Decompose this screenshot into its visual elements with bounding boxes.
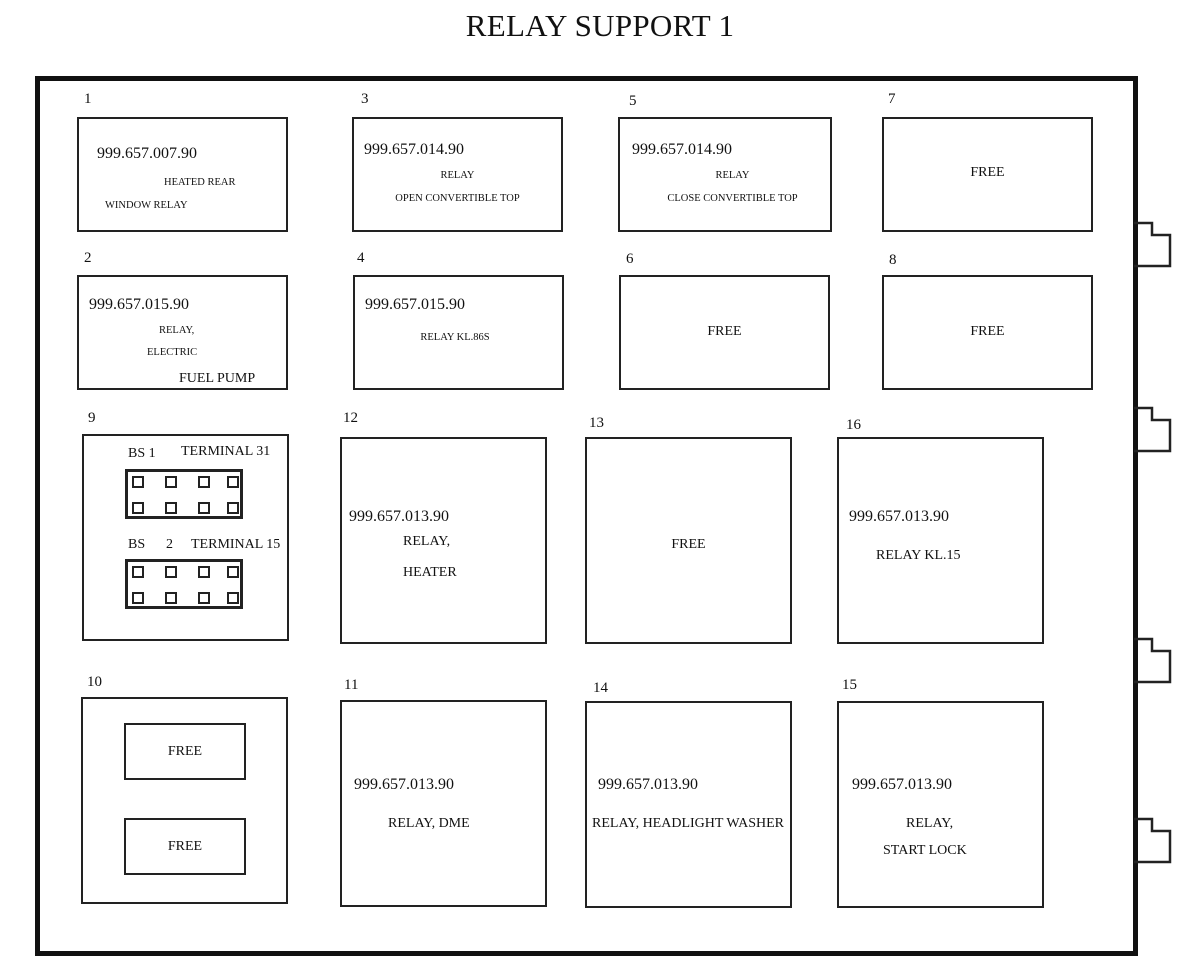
slot-4-desc-line1: RELAY KL.86S xyxy=(420,332,490,343)
slot-10-top-free-label: FREE xyxy=(167,744,203,759)
slot-6-free-label: FREE xyxy=(707,324,742,339)
slot-8-number: 8 xyxy=(889,252,897,268)
slot-11-number: 11 xyxy=(344,677,359,693)
relay-slot-16: 999.657.013.90 RELAY KL.15 xyxy=(837,437,1044,644)
socket-bs2 xyxy=(125,559,243,609)
relay-slot-14: 999.657.013.90 RELAY, HEADLIGHT WASHER xyxy=(585,701,792,908)
socket-pin xyxy=(132,566,144,578)
slot-16-number: 16 xyxy=(846,417,861,433)
slot-3-desc-line2: OPEN CONVERTIBLE TOP xyxy=(395,193,520,204)
slot-12-part-number: 999.657.013.90 xyxy=(349,508,449,525)
slot-5-desc-line2: CLOSE CONVERTIBLE TOP xyxy=(667,193,798,204)
mounting-tab-4 xyxy=(1134,817,1172,864)
slot-10-number: 10 xyxy=(87,674,102,690)
socket-bs1 xyxy=(125,469,243,519)
slot-5-part-number: 999.657.014.90 xyxy=(632,141,732,158)
socket-pin xyxy=(132,502,144,514)
relay-slot-1: 999.657.007.90 HEATED REAR WINDOW RELAY xyxy=(77,117,288,232)
relay-slot-12: 999.657.013.90 RELAY, HEATER xyxy=(340,437,547,644)
relay-slot-5: 999.657.014.90 RELAY CLOSE CONVERTIBLE T… xyxy=(618,117,832,232)
slot-2-desc-line2: ELECTRIC xyxy=(147,347,198,358)
relay-slot-8: FREE xyxy=(882,275,1093,390)
slot-13-number: 13 xyxy=(589,415,604,431)
slot-14-number: 14 xyxy=(593,680,608,696)
slot-16-desc-line1: RELAY KL.15 xyxy=(876,548,961,563)
slot-10-top-position: FREE xyxy=(124,723,246,780)
relay-slot-3: 999.657.014.90 RELAY OPEN CONVERTIBLE TO… xyxy=(352,117,563,232)
slot-2-desc-line1: RELAY, xyxy=(159,325,195,336)
slot-15-number: 15 xyxy=(842,677,857,693)
socket-pin xyxy=(132,592,144,604)
socket-pin xyxy=(227,566,239,578)
slot-2-number: 2 xyxy=(84,250,92,266)
slot-4-part-number: 999.657.015.90 xyxy=(365,296,465,313)
slot-7-number: 7 xyxy=(888,91,896,107)
slot-3-part-number: 999.657.014.90 xyxy=(364,141,464,158)
slot-12-number: 12 xyxy=(343,410,358,426)
relay-slot-9-fuse-holder: BS 1 TERMINAL 31 BS 2 TERMINAL 15 xyxy=(82,434,289,641)
socket-pin xyxy=(227,476,239,488)
slot-3-desc-line1: RELAY xyxy=(440,170,475,181)
relay-slot-11: 999.657.013.90 RELAY, DME xyxy=(340,700,547,907)
slot-7-free-label: FREE xyxy=(970,165,1005,180)
relay-slot-10: FREE FREE xyxy=(81,697,288,904)
slot-11-desc-line1: RELAY, DME xyxy=(388,816,470,831)
slot-6-number: 6 xyxy=(626,251,634,267)
slot-11-part-number: 999.657.013.90 xyxy=(354,776,454,793)
slot-9-number: 9 xyxy=(88,410,96,426)
mounting-tab-2 xyxy=(1134,406,1172,453)
slot-15-desc-line2: START LOCK xyxy=(883,843,967,858)
slot-5-desc-line1: RELAY xyxy=(715,170,750,181)
slot-9-bs2-label: BS xyxy=(128,537,146,552)
slot-14-desc-line1: RELAY, HEADLIGHT WASHER xyxy=(592,816,784,831)
socket-pin xyxy=(165,592,177,604)
slot-10-bottom-free-label: FREE xyxy=(167,839,203,854)
slot-4-number: 4 xyxy=(357,250,365,266)
socket-pin xyxy=(227,502,239,514)
slot-1-desc-line2: WINDOW RELAY xyxy=(105,200,188,211)
relay-slot-7: FREE xyxy=(882,117,1093,232)
slot-2-part-number: 999.657.015.90 xyxy=(89,296,189,313)
slot-9-terminal31-label: TERMINAL 31 xyxy=(181,444,271,459)
slot-5-number: 5 xyxy=(629,93,637,109)
slot-13-free-label: FREE xyxy=(671,537,706,552)
slot-1-number: 1 xyxy=(84,91,92,107)
relay-slot-15: 999.657.013.90 RELAY, START LOCK xyxy=(837,701,1044,908)
socket-pin xyxy=(165,566,177,578)
relay-slot-6: FREE xyxy=(619,275,830,390)
socket-pin xyxy=(227,592,239,604)
slot-1-part-number: 999.657.007.90 xyxy=(97,145,197,162)
relay-support-frame xyxy=(35,76,1138,956)
relay-slot-2: 999.657.015.90 RELAY, ELECTRIC FUEL PUMP xyxy=(77,275,288,390)
socket-pin xyxy=(198,592,210,604)
slot-1-desc-line1: HEATED REAR xyxy=(164,177,236,188)
relay-slot-4: 999.657.015.90 RELAY KL.86S xyxy=(353,275,564,390)
slot-9-terminal15-label: TERMINAL 15 xyxy=(191,537,281,552)
slot-9-bs1-label: BS 1 xyxy=(128,446,156,461)
slot-3-number: 3 xyxy=(361,91,369,107)
slot-9-bs2-number: 2 xyxy=(166,537,173,552)
socket-pin xyxy=(165,476,177,488)
socket-pin xyxy=(165,502,177,514)
socket-pin xyxy=(198,566,210,578)
mounting-tab-3 xyxy=(1134,637,1172,684)
socket-pin xyxy=(198,476,210,488)
slot-10-bottom-position: FREE xyxy=(124,818,246,875)
slot-12-desc-line1: RELAY, xyxy=(403,534,451,549)
relay-slot-13: FREE xyxy=(585,437,792,644)
slot-16-part-number: 999.657.013.90 xyxy=(849,508,949,525)
socket-pin xyxy=(132,476,144,488)
socket-pin xyxy=(198,502,210,514)
slot-15-part-number: 999.657.013.90 xyxy=(852,776,952,793)
slot-14-part-number: 999.657.013.90 xyxy=(598,776,698,793)
diagram-title: RELAY SUPPORT 1 xyxy=(465,8,735,43)
slot-12-desc-line2: HEATER xyxy=(403,565,457,580)
slot-15-desc-line1: RELAY, xyxy=(906,816,954,831)
mounting-tab-1 xyxy=(1134,221,1172,268)
slot-8-free-label: FREE xyxy=(970,324,1005,339)
slot-2-desc-line3: FUEL PUMP xyxy=(179,371,256,386)
